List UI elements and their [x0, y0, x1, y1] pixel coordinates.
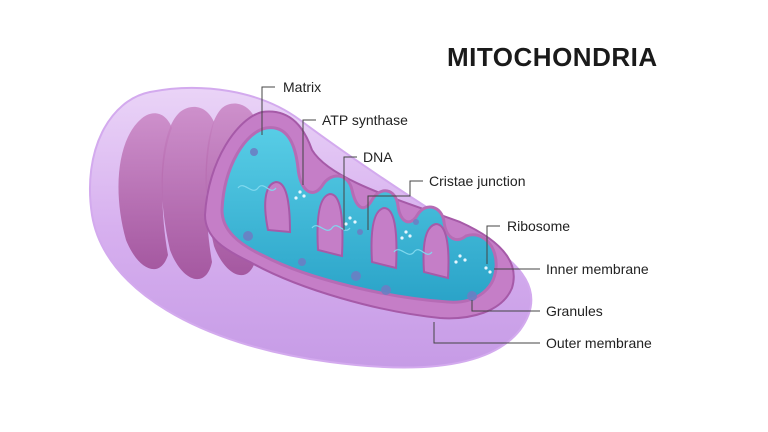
granules-dots [243, 148, 477, 301]
label-atp-synthase: ATP synthase [322, 112, 408, 128]
dna-strands [237, 185, 433, 255]
label-granules: Granules [546, 303, 603, 319]
label-ribosome: Ribosome [507, 218, 571, 234]
diagram-title: MITOCHONDRIA [447, 42, 658, 72]
label-inner-membrane: Inner membrane [546, 261, 649, 277]
cristae-folds [264, 180, 450, 280]
label-outer-membrane: Outer membrane [546, 335, 652, 351]
label-dna: DNA [363, 149, 393, 165]
label-matrix: Matrix [283, 79, 322, 95]
label-cristae-junction: Cristae junction [429, 173, 526, 189]
label-leader-lines [261, 86, 540, 344]
ribosome-dots [294, 190, 492, 274]
